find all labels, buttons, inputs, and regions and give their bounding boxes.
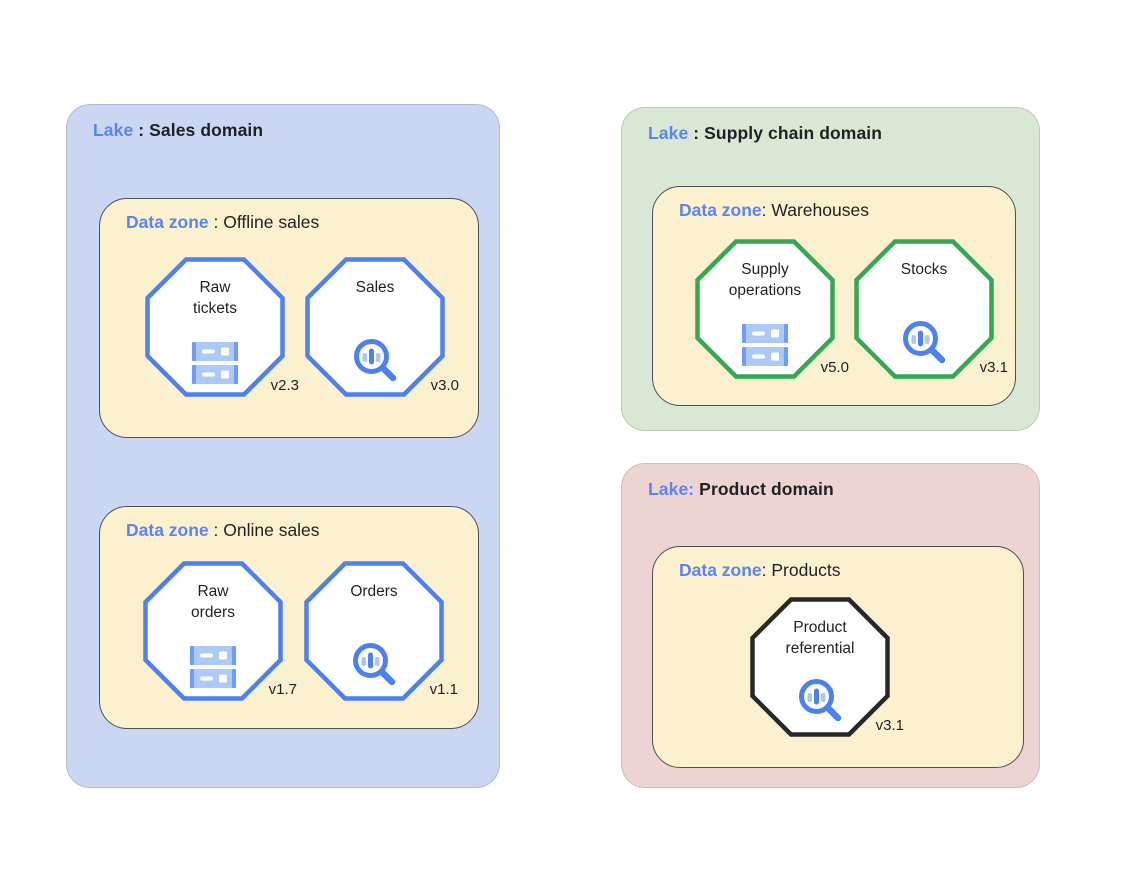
zone-name: : Online sales [208, 520, 320, 540]
octagon-shape [305, 257, 445, 397]
zone-name: : Offline sales [208, 212, 320, 232]
entity-octagon-orders: Orders v1.1 [304, 561, 458, 701]
storage-server-icon [145, 342, 285, 384]
entity-label: Product referential [785, 619, 855, 657]
search-analytics-icon [304, 641, 444, 688]
octagon-shape [145, 257, 285, 397]
data-zone-label: Data zone [126, 520, 209, 540]
lake-product-domain: Lake: Product domain Data zone: Products… [621, 463, 1040, 788]
entity-version: v5.0 [820, 359, 849, 376]
entity-octagon-stocks: Stocks v3.1 [854, 239, 1008, 379]
lake-product-title: Lake: Product domain [622, 464, 1039, 500]
entity-label: Orders [350, 583, 398, 600]
zone-name: : Products [761, 560, 841, 580]
lake-name: : Sales domain [133, 120, 264, 140]
lake-sales-title: Lake : Sales domain [67, 105, 499, 141]
entity-version: v1.1 [429, 681, 458, 698]
data-zone-offline-sales: Data zone : Offline sales Raw tickets [99, 198, 479, 438]
entity-octagon-supply-operations: Supply operations [695, 239, 849, 379]
entity-label: Supply operations [728, 261, 802, 299]
entity-label: Stocks [900, 261, 948, 278]
lake-name: : Supply chain domain [688, 123, 883, 143]
data-zone-label: Data zone [679, 200, 762, 220]
data-zone-label: Data zone [126, 212, 209, 232]
octagon-shape [750, 597, 890, 737]
entity-octagon-sales: Sales v3.0 [305, 257, 459, 397]
lake-supply-chain-domain: Lake : Supply chain domain Data zone: Wa… [621, 107, 1040, 431]
lake-sales-domain: Lake : Sales domain Data zone : Offline … [66, 104, 500, 788]
data-zone-label: Data zone [679, 560, 762, 580]
storage-server-icon [143, 646, 283, 688]
lake-name: Product domain [694, 479, 834, 499]
zone-offline-title: Data zone : Offline sales [100, 199, 478, 233]
entity-version: v3.1 [979, 359, 1008, 376]
zone-products-title: Data zone: Products [653, 547, 1023, 581]
zone-name: : Warehouses [761, 200, 869, 220]
zone-online-title: Data zone : Online sales [100, 507, 478, 541]
storage-server-icon [695, 324, 835, 366]
entity-version: v3.1 [875, 717, 904, 734]
lake-supply-title: Lake : Supply chain domain [622, 108, 1039, 144]
octagon-shape [304, 561, 444, 701]
entity-label: Raw orders [191, 583, 235, 621]
search-analytics-icon [305, 337, 445, 384]
entity-octagon-raw-orders: Raw orders [143, 561, 297, 701]
data-zone-products: Data zone: Products Product referential … [652, 546, 1024, 768]
entity-octagon-product-referential: Product referential v3.1 [750, 597, 904, 737]
lake-label: Lake [648, 123, 689, 143]
entity-version: v1.7 [268, 681, 297, 698]
search-analytics-icon [750, 677, 890, 724]
entity-label: Sales [355, 279, 395, 296]
lake-label: Lake [93, 120, 134, 140]
lake-label: Lake: [648, 479, 695, 499]
data-zone-online-sales: Data zone : Online sales Raw orders [99, 506, 479, 729]
search-analytics-icon [854, 319, 994, 366]
entity-version: v2.3 [270, 377, 299, 394]
data-zone-warehouses: Data zone: Warehouses Supply operations [652, 186, 1016, 406]
zone-warehouses-title: Data zone: Warehouses [653, 187, 1015, 221]
entity-version: v3.0 [430, 377, 459, 394]
entity-label: Raw tickets [193, 279, 237, 317]
octagon-shape [695, 239, 835, 379]
entity-octagon-raw-tickets: Raw tickets [145, 257, 299, 397]
octagon-shape [143, 561, 283, 701]
octagon-shape [854, 239, 994, 379]
